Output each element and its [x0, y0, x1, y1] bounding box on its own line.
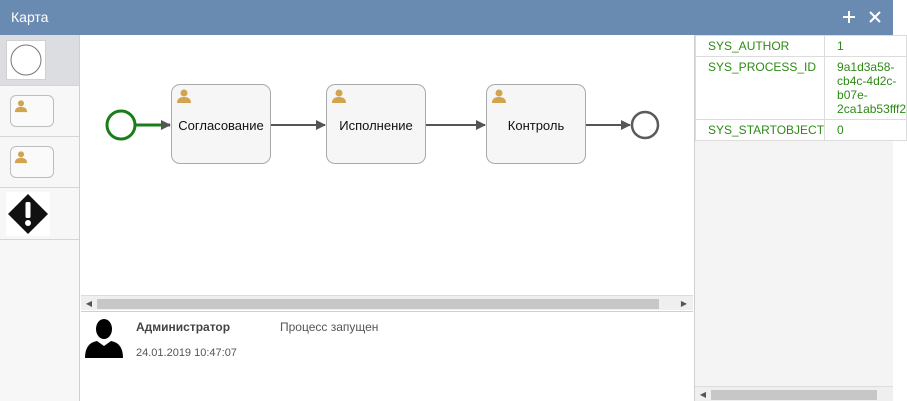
- diagram-canvas[interactable]: Согласование Исполнение Контроль: [81, 35, 693, 295]
- window-title: Карта: [11, 9, 49, 25]
- property-key: SYS_PROCESS_ID: [694, 56, 826, 120]
- palette-item-start-event[interactable]: [0, 35, 79, 86]
- task-execution[interactable]: Исполнение: [326, 84, 426, 164]
- task-control[interactable]: Контроль: [486, 84, 586, 164]
- property-value: 0: [824, 119, 907, 141]
- scroll-left-arrow-icon[interactable]: ◀: [699, 390, 707, 399]
- plus-icon: [843, 11, 855, 23]
- scrollbar-thumb[interactable]: [711, 390, 877, 400]
- start-event[interactable]: [105, 109, 137, 141]
- palette-item-user-task[interactable]: [0, 137, 79, 188]
- element-palette: [0, 35, 80, 401]
- property-value: 1: [824, 35, 907, 57]
- property-key: SYS_STARTOBJECT: [694, 119, 826, 141]
- add-button[interactable]: [838, 6, 860, 28]
- start-event-icon: [10, 44, 42, 76]
- scrollbar-thumb[interactable]: [97, 299, 659, 309]
- canvas-horizontal-scrollbar[interactable]: ◀ ▶: [81, 295, 693, 310]
- task-approval[interactable]: Согласование: [171, 84, 271, 164]
- close-icon: [869, 11, 881, 23]
- user-icon: [177, 89, 191, 103]
- end-event[interactable]: [630, 110, 660, 140]
- palette-item-exclusive-gateway[interactable]: [0, 188, 79, 240]
- properties-table: SYS_AUTHOR 1 SYS_PROCESS_ID 9a1d3a58- cb…: [694, 35, 907, 141]
- task-label: Контроль: [507, 118, 565, 133]
- property-value: 9a1d3a58- cb4c-4d2c- b07e- 2ca1ab53fff2: [824, 56, 907, 120]
- log-author: Администратор: [136, 320, 231, 334]
- property-key: SYS_AUTHOR: [694, 35, 826, 57]
- task-label: Исполнение: [339, 118, 413, 133]
- properties-horizontal-scrollbar[interactable]: ◀: [695, 386, 893, 401]
- user-icon: [14, 100, 28, 113]
- table-row[interactable]: SYS_PROCESS_ID 9a1d3a58- cb4c-4d2c- b07e…: [694, 56, 907, 120]
- scroll-right-arrow-icon[interactable]: ▶: [680, 299, 688, 308]
- log-message: Процесс запущен: [280, 320, 379, 334]
- palette-swatch: [6, 40, 46, 80]
- user-icon: [332, 89, 346, 103]
- user-icon: [492, 89, 506, 103]
- palette-swatch: [6, 192, 50, 236]
- close-button[interactable]: [864, 6, 886, 28]
- task-label: Согласование: [178, 118, 264, 133]
- diagram-connections: [105, 109, 660, 141]
- user-icon: [14, 151, 28, 164]
- scroll-left-arrow-icon[interactable]: ◀: [85, 299, 93, 308]
- window-titlebar: Карта: [0, 0, 893, 35]
- history-log: Администратор Процесс запущен 24.01.2019…: [81, 311, 693, 401]
- properties-panel: SYS_AUTHOR 1 SYS_PROCESS_ID 9a1d3a58- cb…: [694, 35, 907, 401]
- table-row[interactable]: SYS_STARTOBJECT 0: [694, 119, 907, 141]
- log-timestamp: 24.01.2019 10:47:07: [136, 347, 237, 359]
- palette-swatch: [10, 146, 54, 178]
- exclamation-gateway-icon: [8, 194, 48, 234]
- table-row[interactable]: SYS_AUTHOR 1: [694, 35, 907, 57]
- palette-item-user-task[interactable]: [0, 86, 79, 137]
- palette-swatch: [10, 95, 54, 127]
- user-avatar-icon: [85, 319, 123, 358]
